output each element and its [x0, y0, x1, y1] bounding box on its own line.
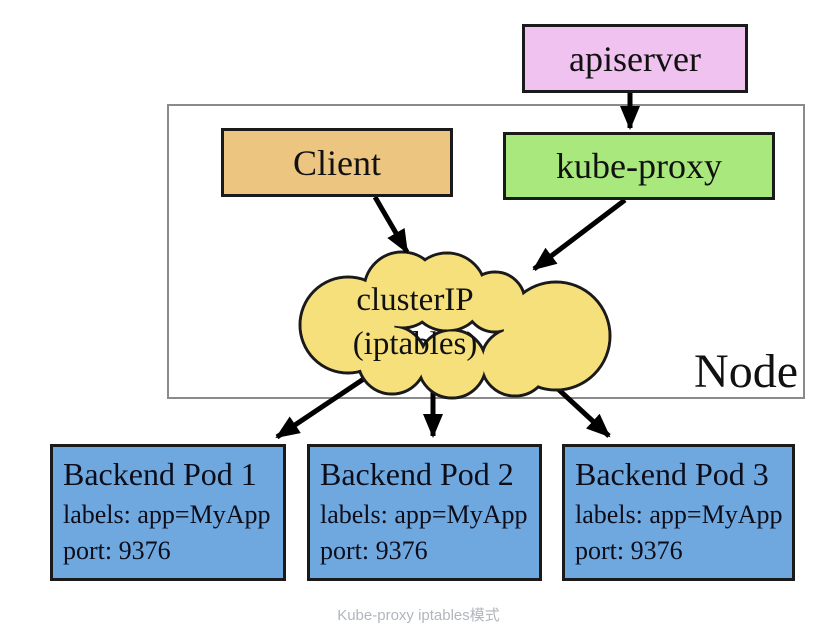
- pod-port: port: 9376: [63, 536, 171, 565]
- inbound-arrows: [372, 92, 640, 271]
- apiserver-box: apiserver: [522, 24, 748, 93]
- arrow-client-to-cloud: [372, 195, 410, 254]
- clusterip-cloud-text: clusterIP (iptables): [304, 278, 526, 366]
- pod-port: port: 9376: [320, 536, 428, 565]
- kube-proxy-label: kube-proxy: [556, 146, 722, 186]
- arrow-kubeproxy-to-cloud: [532, 198, 627, 271]
- pod-labels: labels: app=MyApp: [63, 500, 271, 529]
- backend-pod-3-box: Backend Pod 3 labels: app=MyApp port: 93…: [562, 444, 795, 581]
- backend-pod-2-box: Backend Pod 2 labels: app=MyApp port: 93…: [307, 444, 542, 581]
- apiserver-label: apiserver: [569, 38, 701, 79]
- pod-title: Backend Pod 2: [320, 456, 514, 492]
- figure-caption: Kube-proxy iptables模式: [337, 607, 500, 624]
- pod-title: Backend Pod 3: [575, 456, 769, 492]
- node-label: Node: [694, 345, 798, 398]
- pod-labels: labels: app=MyApp: [320, 500, 528, 529]
- clusterip-cloud: [298, 250, 612, 400]
- client-label: Client: [293, 142, 381, 183]
- node-boundary-rect: [167, 104, 805, 399]
- pod-port: port: 9376: [575, 536, 683, 565]
- backend-pod-1-box: Backend Pod 1 labels: app=MyApp port: 93…: [50, 444, 286, 581]
- pod-labels: labels: app=MyApp: [575, 500, 783, 529]
- clusterip-label: clusterIP: [356, 282, 474, 318]
- pod-title: Backend Pod 1: [63, 456, 257, 492]
- kube-proxy-box: kube-proxy: [503, 132, 775, 200]
- iptables-label: (iptables): [352, 326, 478, 362]
- client-box: Client: [221, 128, 453, 197]
